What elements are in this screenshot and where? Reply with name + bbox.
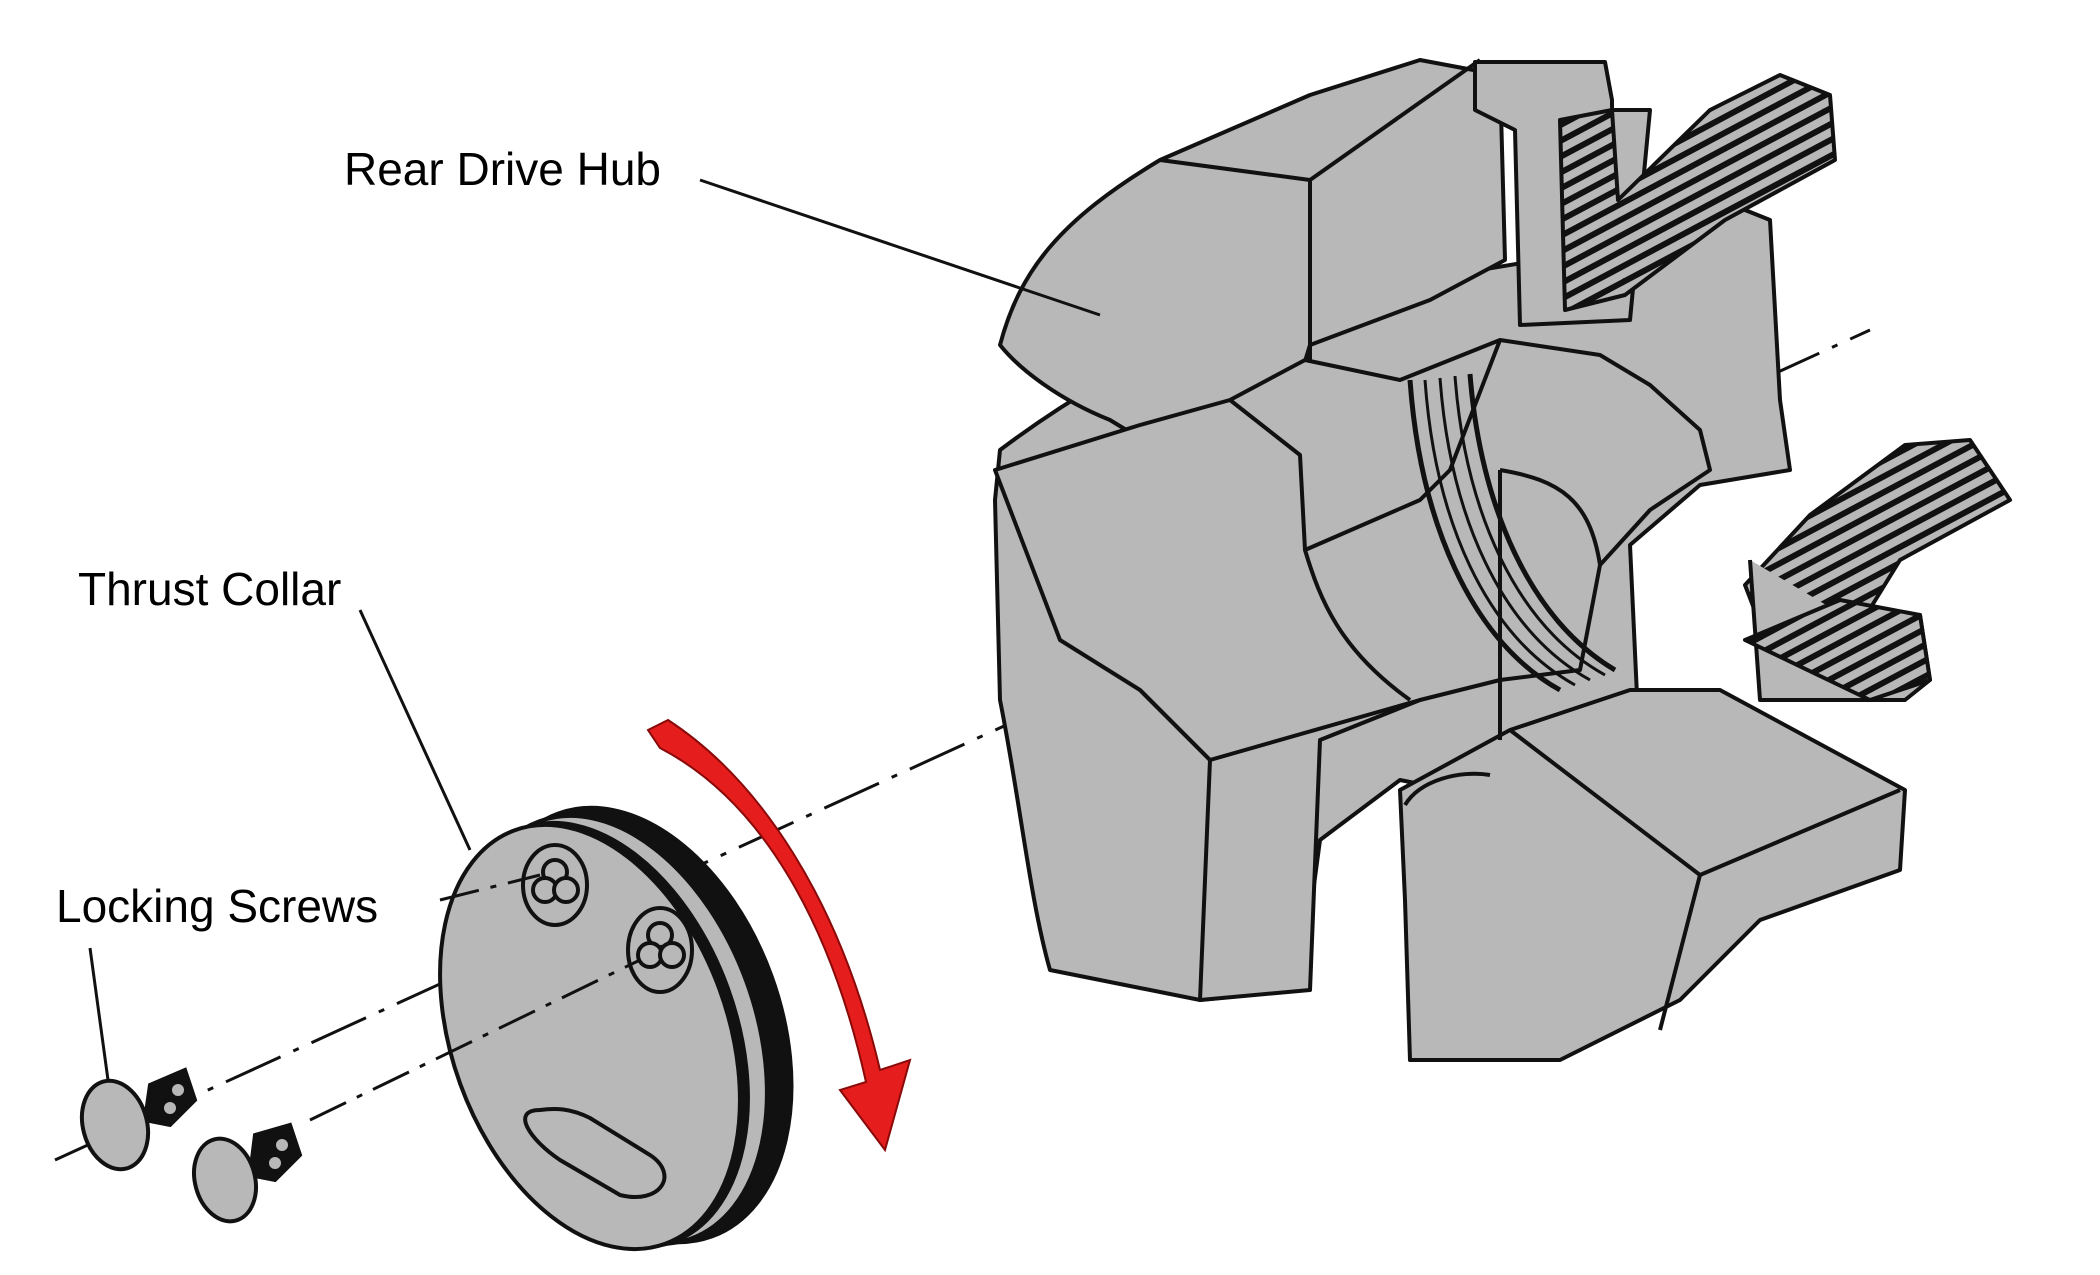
- label-locking-screws: Locking Screws: [56, 880, 379, 932]
- thrust-collar: [309, 805, 794, 1252]
- leader-line-hub: [699, 178, 1101, 317]
- rear-drive-hub: [993, 58, 2012, 1062]
- locking-screw-1: [79, 1067, 198, 1172]
- label-thrust-collar: Thrust Collar: [78, 563, 342, 615]
- rotation-arrow-icon: [646, 718, 912, 1153]
- label-rear-drive-hub: Rear Drive Hub: [344, 143, 661, 195]
- center-axis: [54, 328, 1871, 1162]
- leader-line-screws: [88, 947, 110, 1081]
- locking-screw-2: [192, 1122, 303, 1224]
- leader-line-collar: [358, 609, 472, 851]
